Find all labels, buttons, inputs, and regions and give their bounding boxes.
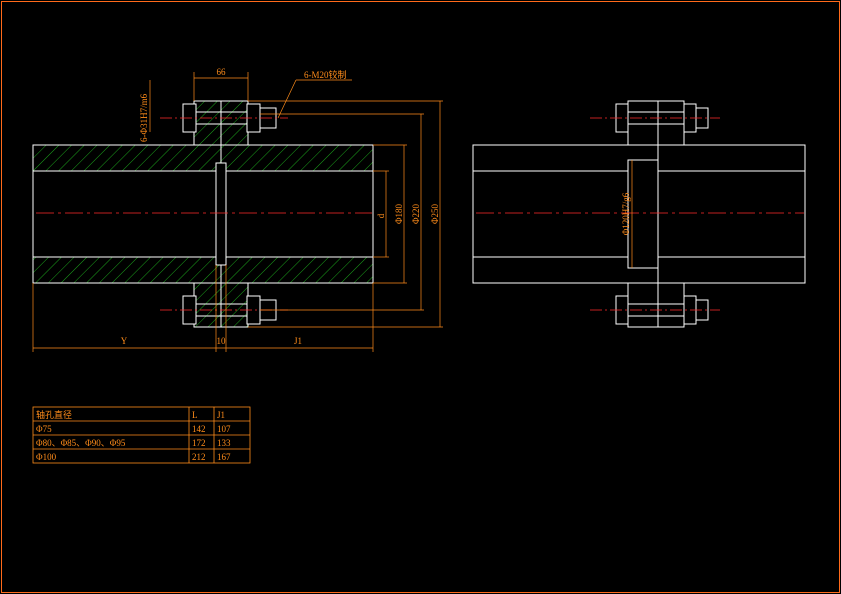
table-cell: 172 xyxy=(192,438,206,448)
dim-spigot-label: Φ120H7/g6 xyxy=(621,192,631,235)
bolt-note-label: 6-M20铰制 xyxy=(304,69,347,80)
section-view: 66 6-M20铰制 6-Φ31H7/m6 d Φ180 Φ220 Φ xyxy=(32,67,443,352)
dim-220-label: Φ220 xyxy=(411,203,421,224)
dim-250-label: Φ250 xyxy=(430,203,440,224)
bolt-leader xyxy=(277,79,352,119)
dim-10-label: 10 xyxy=(217,336,227,346)
table-cell: 107 xyxy=(217,424,231,434)
dim-180-label: Φ180 xyxy=(394,203,404,224)
table-header-j1: J1 xyxy=(217,410,225,420)
dim-bottom xyxy=(32,265,374,352)
size-table: 轴孔直径 L J1 Φ75 142 107 Φ80、Φ85、Φ90、Φ95 17… xyxy=(32,406,251,464)
table-cell: Φ75 xyxy=(36,424,52,434)
flanges-right xyxy=(627,100,685,328)
table-cell: 142 xyxy=(192,424,206,434)
dim-66 xyxy=(193,72,249,101)
fit-left-label: 6-Φ31H7/m6 xyxy=(139,93,149,142)
exterior-view: Φ120H7/g6 xyxy=(472,100,806,328)
table-header-l: L xyxy=(192,410,198,420)
hub-bottom-hatch xyxy=(32,256,374,284)
spigot xyxy=(215,162,227,266)
bore-outline xyxy=(32,170,374,258)
dim-d-label: d xyxy=(376,213,386,218)
table-cell: 212 xyxy=(192,452,206,462)
hub-top-hatch xyxy=(32,144,374,172)
table-header-bore: 轴孔直径 xyxy=(36,409,72,420)
dim-diameters xyxy=(248,100,443,328)
dim-j1-label: J1 xyxy=(294,336,302,346)
dim-y-label: Y xyxy=(121,336,128,346)
table-cell: Φ100 xyxy=(36,452,57,462)
table-cell: 133 xyxy=(217,438,231,448)
table-cell: Φ80、Φ85、Φ90、Φ95 xyxy=(36,438,126,448)
dim-66-label: 66 xyxy=(217,67,227,77)
table-cell: 167 xyxy=(217,452,231,462)
